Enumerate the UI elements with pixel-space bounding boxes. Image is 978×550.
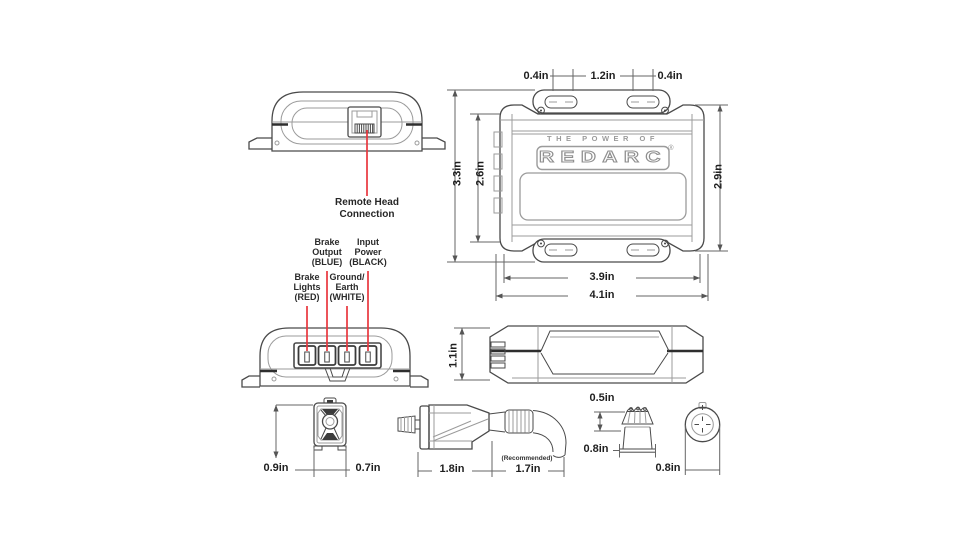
dim-head-depth: 1.8in xyxy=(439,463,465,475)
dim-tab-slot-right: 0.4in xyxy=(657,69,683,82)
rj45-port xyxy=(347,106,382,138)
end-view-wiring xyxy=(241,271,429,388)
brand-tagline: THE POWER OF xyxy=(547,134,659,143)
knob-top-view xyxy=(684,402,721,475)
dim-cable-clearance: 1.7in xyxy=(515,463,541,475)
dim-body-inner-height: 2.6in xyxy=(474,160,487,187)
dim-knob-diameter: 0.8in xyxy=(655,462,681,474)
dim-unit-thickness: 1.1in xyxy=(447,342,460,369)
callout-remote-head: Remote Head Connection xyxy=(335,197,399,220)
dim-tab-slot-center: 1.2in xyxy=(590,69,616,82)
wiring-connector-4pin xyxy=(293,342,382,369)
dim-body-width: 3.9in xyxy=(589,270,615,283)
remote-head-side-view xyxy=(397,404,567,477)
dim-tab-slot-left: 0.4in xyxy=(523,69,549,82)
mounting-tab-top xyxy=(532,89,671,114)
callout-brake-output: Brake Output (BLUE) xyxy=(311,237,343,267)
dim-overall-height: 3.3in xyxy=(451,160,464,187)
top-view-dimensions xyxy=(447,69,728,301)
callout-ground-earth: Ground/ Earth (WHITE) xyxy=(329,272,365,302)
registered-mark: ® xyxy=(668,145,674,152)
dim-body-height: 2.9in xyxy=(712,163,725,190)
end-view-remote-head xyxy=(248,91,446,196)
dim-overall-width: 4.1in xyxy=(589,288,615,301)
dim-head-width: 0.7in xyxy=(355,462,381,474)
mounting-tab-bottom xyxy=(532,238,671,263)
dim-head-height: 0.9in xyxy=(263,462,289,474)
brand-logo: REDARC xyxy=(538,149,667,167)
dim-cable-note: (Recommended) xyxy=(501,455,553,462)
dim-knob-base-width: 0.8in xyxy=(583,443,609,455)
top-view-main-unit xyxy=(493,89,705,263)
logo-plate xyxy=(536,145,670,171)
knob-side-view xyxy=(594,406,656,458)
side-view-main-unit xyxy=(454,325,704,384)
label-plate xyxy=(519,172,687,221)
callout-brake-lights: Brake Lights (RED) xyxy=(293,272,321,302)
dim-knob-cap-height: 0.5in xyxy=(589,392,615,404)
remote-head-front-view xyxy=(273,397,350,477)
callout-input-power: Input Power (BLACK) xyxy=(349,237,387,267)
